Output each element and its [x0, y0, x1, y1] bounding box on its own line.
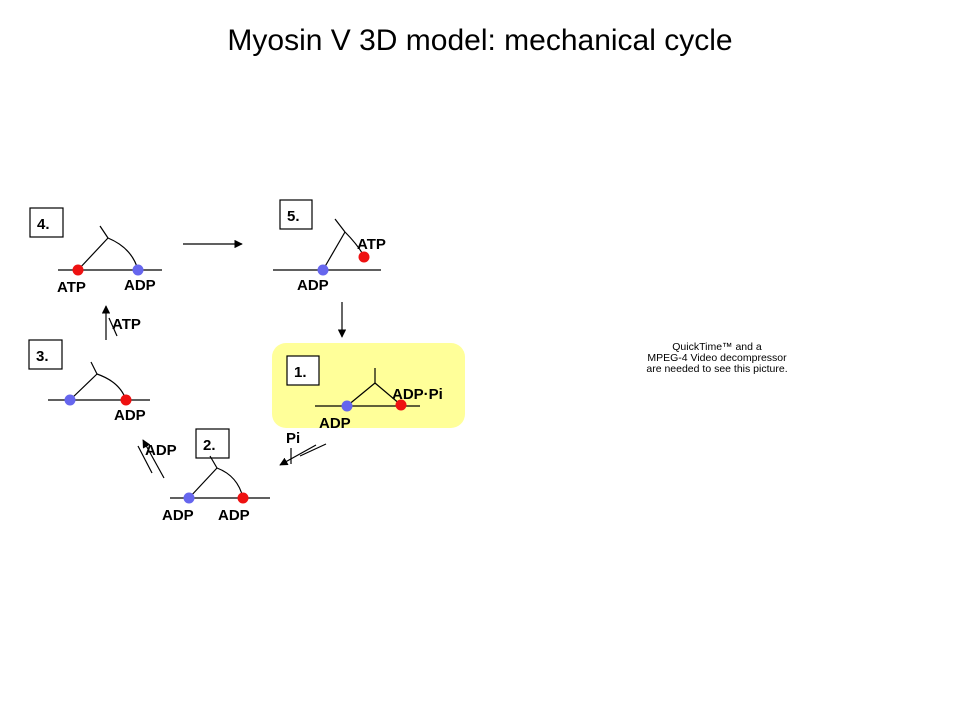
step-4-number: 4.	[37, 216, 50, 233]
adp-release-stroke	[137, 445, 153, 474]
quicktime-line-3: are needed to see this picture.	[646, 363, 787, 375]
state-1-adp-label: ADP	[319, 415, 351, 432]
front-head-red-detached	[358, 251, 370, 263]
neck-stub	[209, 455, 218, 469]
step-2-number: 2.	[203, 437, 216, 454]
rear-lever	[346, 382, 376, 407]
front-lever	[107, 237, 139, 271]
front-head-red	[237, 492, 249, 504]
state-4-adp-label: ADP	[124, 277, 156, 294]
state-5-adp-label: ADP	[297, 277, 329, 294]
front-lever	[216, 467, 244, 499]
step-3-box	[28, 339, 63, 370]
step-2-box	[195, 428, 230, 459]
atp-binding-label: ATP	[112, 316, 141, 333]
neck-stub	[90, 361, 98, 375]
arrow-2-to-3	[142, 439, 165, 479]
neck-stub	[334, 218, 346, 233]
state-5-atp-label: ATP	[357, 236, 386, 253]
rear-head-blue	[341, 400, 353, 412]
step-1-box	[286, 355, 320, 386]
state-4-atp-label: ATP	[57, 279, 86, 296]
state-2-front-adp-label: ADP	[218, 507, 250, 524]
front-head-red	[120, 394, 132, 406]
atp-binding-stroke	[108, 317, 118, 337]
rear-head-blue	[183, 492, 195, 504]
rear-head-blue	[64, 394, 76, 406]
state-4: 4. ATP ADP	[29, 207, 162, 296]
neck-stub	[99, 225, 109, 239]
step-1-number: 1.	[294, 364, 307, 381]
pi-release-stroke	[299, 443, 327, 457]
quicktime-line-2: MPEG-4 Video decompressor	[647, 352, 787, 364]
quicktime-placeholder: QuickTime™ and a MPEG-4 Video decompress…	[646, 341, 787, 375]
front-head-red	[395, 399, 407, 411]
step-4-box	[29, 207, 64, 238]
state-3-adp-label: ADP	[114, 407, 146, 424]
state-1: 1. ADP·Pi ADP	[286, 355, 443, 432]
rear-lever	[77, 237, 109, 271]
state-5: 5. ATP ADP	[273, 199, 386, 294]
quicktime-line-1: QuickTime™ and a	[672, 341, 762, 353]
state-2-rear-adp-label: ADP	[162, 507, 194, 524]
state-3: 3. ADP	[28, 339, 150, 424]
step-5-number: 5.	[287, 208, 300, 225]
state-1-adp-pi-label: ADP·Pi	[392, 386, 443, 403]
front-lever	[96, 373, 127, 401]
rear-lever	[322, 231, 346, 271]
step-5-box	[279, 199, 313, 230]
pi-release-label: Pi	[286, 430, 300, 447]
state-1-highlight	[272, 343, 465, 428]
rear-lever	[188, 467, 218, 499]
page-title: Myosin V 3D model: mechanical cycle	[227, 24, 733, 57]
adp-release-label: ADP	[145, 442, 177, 459]
front-head-red	[72, 264, 84, 276]
front-lever	[374, 382, 402, 406]
step-3-number: 3.	[36, 348, 49, 365]
rear-head-blue	[317, 264, 329, 276]
rear-lever	[69, 373, 98, 401]
arrow-1-to-2	[279, 444, 317, 466]
rear-head-blue	[132, 264, 144, 276]
state-2: 2. ADP ADP	[162, 428, 270, 524]
